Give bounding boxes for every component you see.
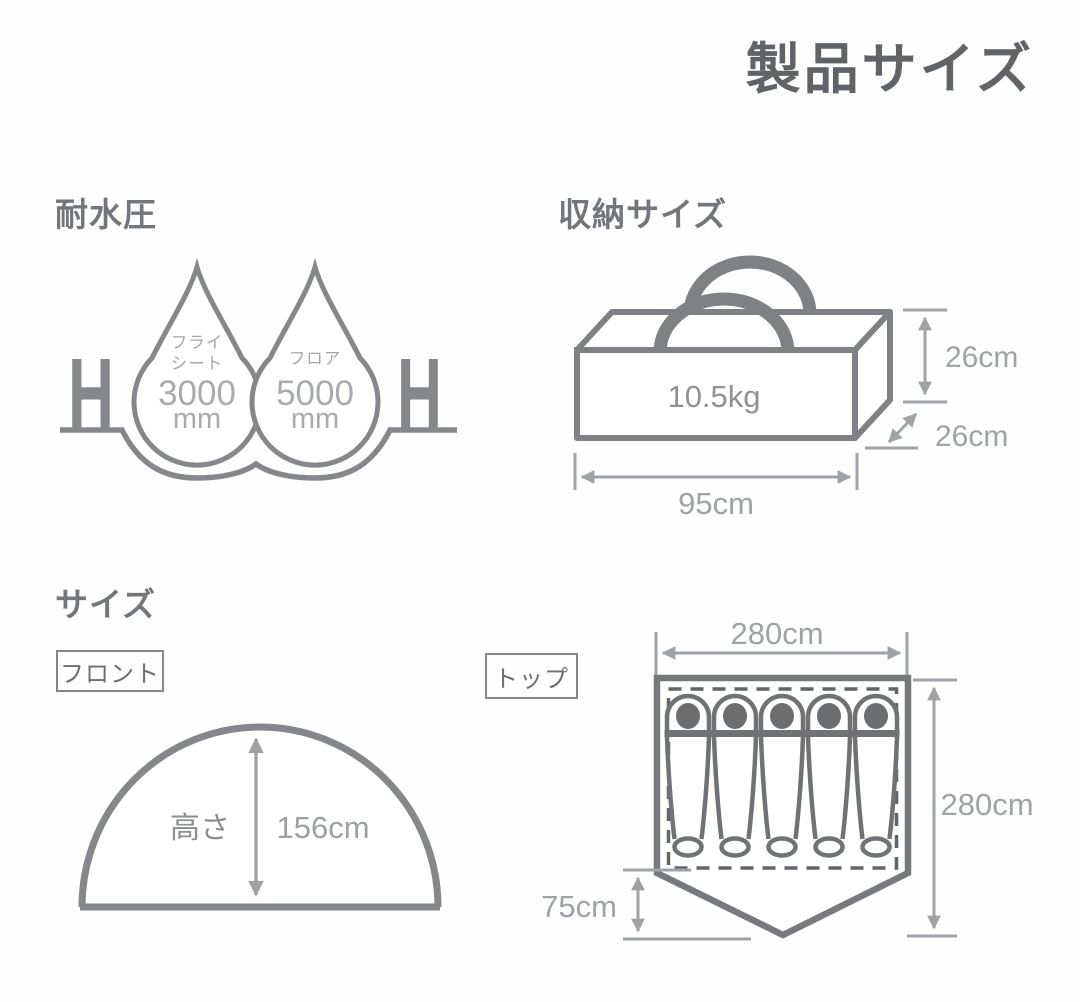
dome-height-label: 高さ [170, 812, 230, 845]
sleeper-head-icon [723, 703, 747, 729]
water-drop-icon-flysheet [131, 257, 263, 468]
vestibule-depth-value: 75cm [541, 889, 617, 924]
top-view-tag: トップ [485, 653, 578, 699]
tent-dome-outline [78, 723, 442, 908]
sleeping-bag-icon [758, 693, 806, 858]
sleeper-head-icon [817, 703, 841, 729]
flysheet-label-line2: シート [171, 355, 224, 373]
bag-height-value: 26cm [945, 341, 1018, 374]
front-view-diagram: 高さ 156cm [78, 723, 442, 911]
dome-height-value: 156cm [276, 810, 369, 845]
topview-depth-value: 280cm [940, 787, 1033, 822]
topview-width-value: 280cm [730, 616, 823, 651]
floor-rating-value: 5000 [276, 374, 354, 413]
flysheet-label-line1: フライ [171, 334, 224, 352]
sleeper-head-icon [770, 703, 794, 729]
topview-depth-dimension: 280cm [907, 678, 1034, 938]
bag-weight-value: 10.5kg [667, 379, 760, 414]
flysheet-rating-unit: mm [173, 403, 221, 435]
sleeping-bag-icon [711, 693, 759, 858]
sleeping-bag-icon [852, 693, 900, 858]
front-view-tag: フロント [56, 650, 164, 692]
sleeper-head-icon [864, 703, 888, 729]
sleeper-head-icon [676, 703, 700, 729]
page-title: 製品サイズ [745, 38, 1034, 100]
tent-floor-outline [653, 674, 912, 939]
topview-width-dimension: 280cm [654, 616, 909, 675]
sleeping-bag-icon [805, 693, 853, 858]
size-heading: サイズ [55, 586, 157, 623]
waterline [60, 427, 457, 481]
bag-width-value: 95cm [678, 486, 754, 521]
storage-bag-diagram: 10.5kg 26cm 26cm 95cm [573, 255, 1018, 521]
floor-rating-unit: mm [291, 403, 339, 435]
flysheet-rating-value: 3000 [158, 374, 236, 413]
bag-depth-dimension: 26cm [865, 412, 1008, 453]
bag-height-dimension: 26cm [903, 308, 1018, 404]
floor-label: フロア [289, 350, 342, 368]
bag-box [574, 309, 893, 441]
water-resistance-diagram: H H フライ シート 3000 mm フロア 5000 mm [60, 257, 457, 481]
bag-width-dimension: 95cm [573, 453, 859, 521]
water-resistance-heading: 耐水圧 [55, 196, 157, 233]
vestibule-dimension: 75cm [541, 868, 751, 941]
bag-depth-value: 26cm [935, 420, 1008, 453]
bag-back-handle [683, 255, 817, 315]
water-depth-h-icon: H [397, 337, 442, 452]
top-view-diagram: 280cm [541, 616, 1034, 941]
water-depth-h-icon: H [68, 337, 114, 452]
water-drop-icon-floor [249, 257, 381, 468]
sleeping-bags [664, 693, 900, 858]
bag-front-handle [653, 292, 795, 353]
storage-size-heading: 収納サイズ [558, 196, 728, 233]
sleeping-bag-icon [664, 693, 712, 858]
